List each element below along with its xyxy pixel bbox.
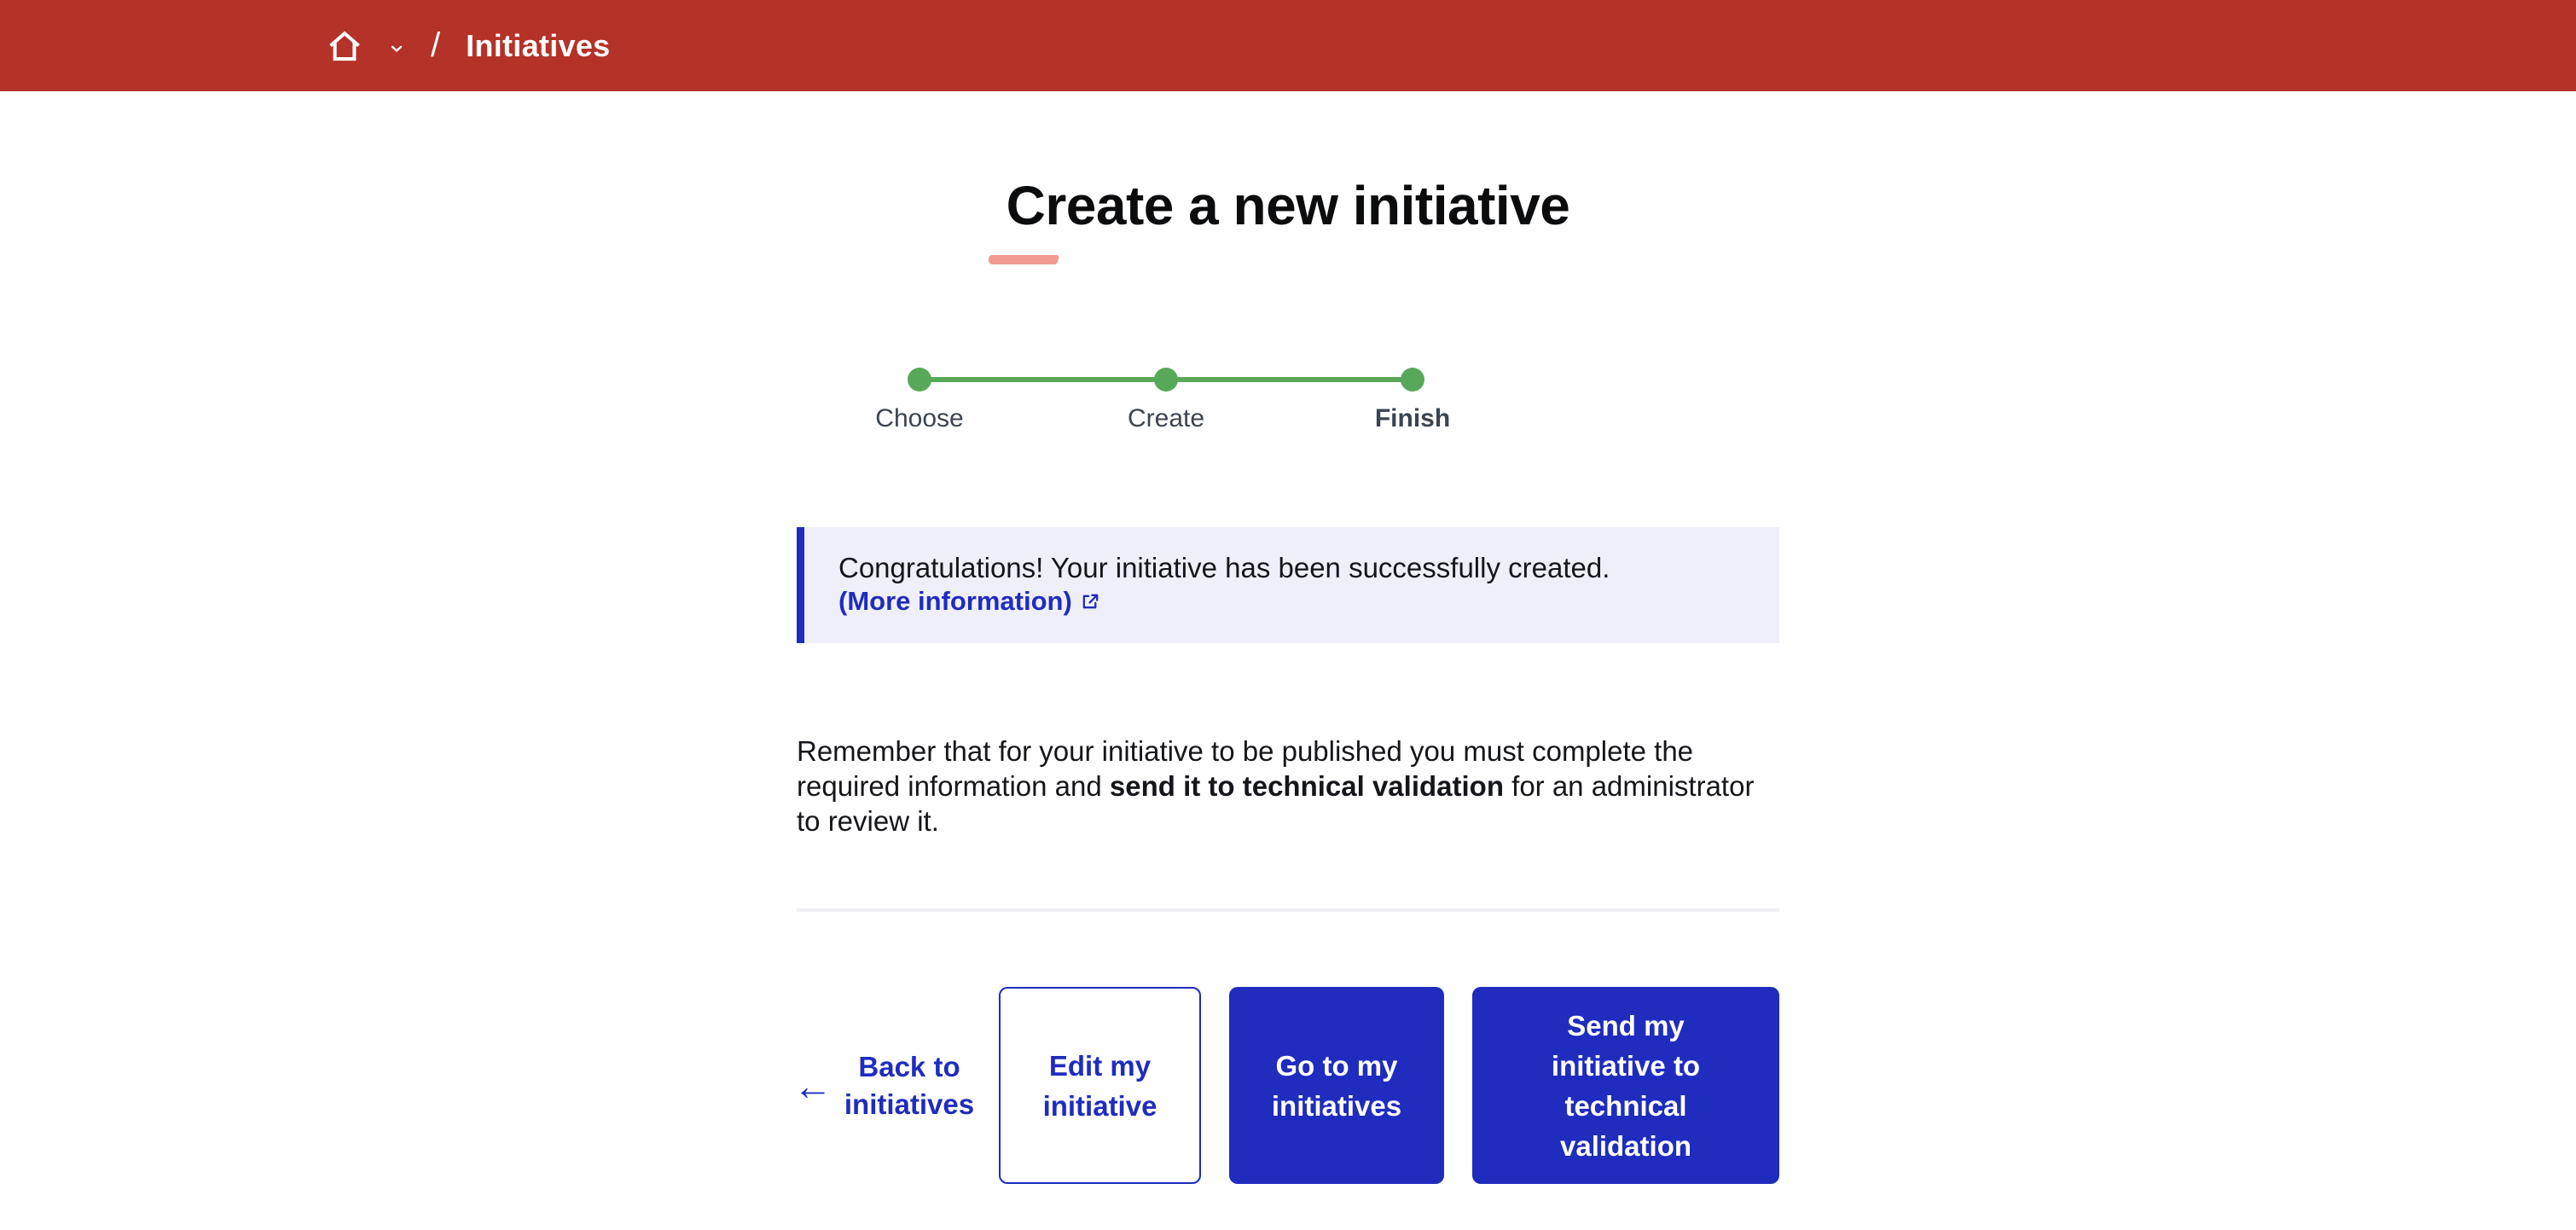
section-divider bbox=[797, 908, 1779, 912]
step-label-create: Create bbox=[1127, 404, 1205, 432]
back-to-initiatives-label: Back to initiatives bbox=[844, 1050, 975, 1120]
send-to-technical-validation-button[interactable]: Send my initiative to technical validati… bbox=[1472, 987, 1779, 1184]
top-navbar: / Initiatives bbox=[0, 0, 2576, 91]
alert-message: Congratulations! Your initiative has bee… bbox=[838, 552, 1610, 583]
reminder-text: Remember that for your initiative to be … bbox=[797, 734, 1779, 838]
more-information-label: (More information) bbox=[838, 586, 1072, 616]
arrow-left-icon: ← bbox=[792, 1063, 833, 1108]
step-label-choose: Choose bbox=[875, 404, 964, 432]
step-dot-create bbox=[1154, 368, 1178, 392]
step-dot-choose bbox=[908, 368, 931, 392]
step-dot-finish bbox=[1401, 368, 1424, 392]
step-label-finish: Finish bbox=[1374, 404, 1451, 432]
wizard-stepper: Choose Create Finish bbox=[797, 368, 1779, 453]
reminder-after: for an administrator to review it. bbox=[797, 770, 1755, 837]
action-buttons-row: ← Back to initiatives Edit my initiative… bbox=[793, 987, 1779, 1184]
home-link[interactable] bbox=[327, 28, 363, 64]
main-content: Create a new initiative Choose Create Fi… bbox=[793, 91, 1779, 1184]
go-to-my-initiatives-button[interactable]: Go to my initiatives bbox=[1229, 987, 1444, 1184]
more-information-link[interactable]: (More information) bbox=[838, 585, 1100, 618]
edit-my-initiative-button[interactable]: Edit my initiative bbox=[999, 987, 1201, 1184]
success-alert: Congratulations! Your initiative has bee… bbox=[797, 527, 1779, 643]
title-underline bbox=[987, 255, 1059, 264]
breadcrumb-separator: / bbox=[431, 26, 441, 64]
chevron-down-icon[interactable] bbox=[388, 40, 405, 57]
home-icon bbox=[327, 28, 363, 64]
breadcrumb-initiatives[interactable]: Initiatives bbox=[466, 27, 611, 63]
page-title: Create a new initiative bbox=[1006, 175, 1570, 236]
reminder-before: Remember that for your initiative to be … bbox=[797, 735, 1694, 802]
reminder-bold: send it to technical validation bbox=[1109, 770, 1504, 802]
external-link-icon bbox=[1081, 592, 1100, 612]
back-to-initiatives-link[interactable]: ← Back to initiatives bbox=[793, 987, 975, 1184]
